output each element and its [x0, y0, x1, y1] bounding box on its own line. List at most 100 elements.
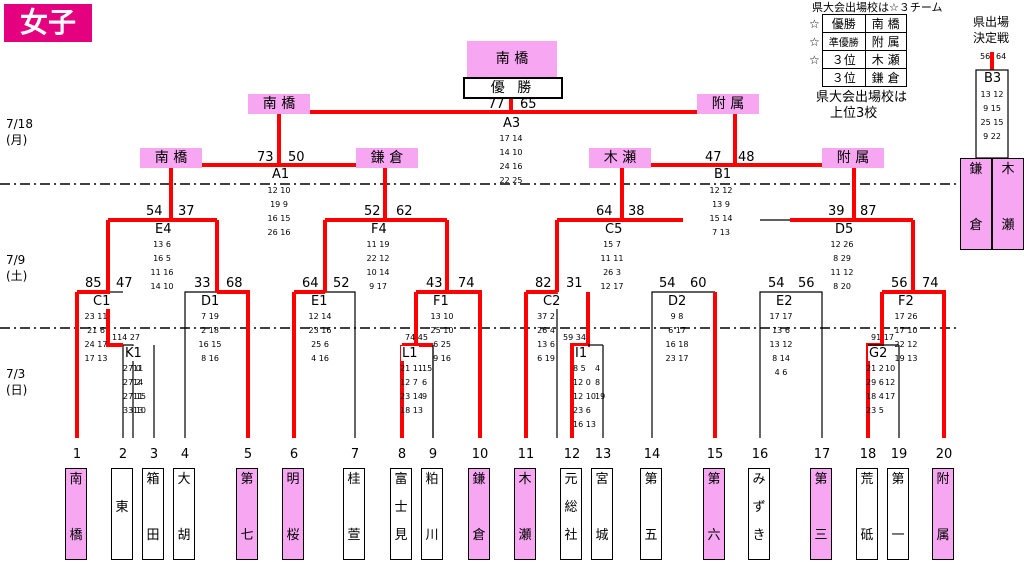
school-name: 粕 川 — [421, 468, 443, 560]
qualifier-score-left: 56 — [980, 52, 991, 61]
school-number: 18 — [859, 447, 877, 462]
school-name: 大 胡 — [173, 468, 195, 560]
results-header: 県大会出場校は☆３チーム — [812, 1, 943, 14]
school-number: 16 — [751, 447, 769, 462]
match-score-left: 85 — [85, 276, 102, 291]
match-score-right: 52 — [333, 276, 350, 291]
match-code: D2 — [667, 294, 688, 309]
school-name: 第 五 — [640, 468, 662, 560]
qualifier-team-left: 鎌 倉 — [960, 158, 992, 250]
school-number: 20 — [935, 447, 953, 462]
school-number: 17 — [813, 447, 831, 462]
school-number: 2 — [118, 447, 128, 462]
date-first: 7/3 (日) — [6, 367, 28, 397]
match-code: F2 — [897, 294, 915, 309]
g2-extra: 10 12 17 — [885, 364, 896, 401]
match-score-right: 60 — [690, 276, 707, 291]
match-score-left: 54 — [768, 276, 785, 291]
school-name: 富 士 見 — [390, 468, 412, 560]
date-final: 7/18 (月) — [6, 117, 33, 147]
match-score-left: 52 — [364, 204, 381, 219]
qualifier-details: 13 12 9 15 25 15 9 22 — [980, 90, 1004, 141]
match-score-pair: 91 17 — [871, 333, 894, 342]
match-code: D5 — [834, 222, 855, 237]
match-code: E1 — [310, 294, 329, 309]
match-score-left: 56 — [891, 276, 908, 291]
results-table: ☆優勝南 橋 ☆準優勝附 属 ☆３位木 瀬 ３位鎌 倉 — [807, 14, 907, 87]
match-score-right: 48 — [738, 150, 755, 165]
results-footer-2: 上位3校 — [830, 106, 878, 121]
school-number: 14 — [643, 447, 661, 462]
school-name: 第 三 — [810, 468, 832, 560]
match-score-left: 54 — [659, 276, 676, 291]
match-code: E2 — [775, 294, 794, 309]
match-code: F4 — [370, 222, 388, 237]
school-name: 桂 萱 — [343, 468, 365, 560]
school-number: 11 — [517, 447, 535, 462]
match-details: 12 12 13 9 15 14 7 13 — [709, 186, 733, 237]
school-number: 15 — [706, 447, 724, 462]
date-second: 7/9 (土) — [6, 253, 28, 283]
school-name: 明 桜 — [282, 468, 304, 560]
match-score-right: 37 — [178, 204, 195, 219]
match-score-left: 54 — [146, 204, 163, 219]
a1-right-school: 鎌 倉 — [356, 148, 418, 168]
gender-tag: 女子 — [4, 4, 92, 42]
match-code: E4 — [154, 222, 173, 237]
results-row: ☆優勝南 橋 — [807, 14, 907, 33]
school-number: 10 — [471, 447, 489, 462]
school-number: 5 — [243, 447, 253, 462]
match-score-right: 74 — [458, 276, 475, 291]
match-score-right: 31 — [566, 276, 583, 291]
final-details: 17 14 14 10 24 16 22 25 — [499, 134, 523, 185]
match-details: 15 7 11 11 26 3 12 17 — [600, 240, 624, 291]
match-details: 21 2 29 6 18 4 23 5 — [866, 364, 884, 415]
match-score-left: 64 — [596, 204, 613, 219]
school-number: 7 — [350, 447, 360, 462]
match-score-right: 47 — [116, 276, 133, 291]
match-details: 17 17 13 6 13 12 8 14 4 6 — [769, 312, 793, 377]
school-number: 3 — [149, 447, 159, 462]
school-number: 8 — [397, 447, 407, 462]
school-number: 9 — [428, 447, 438, 462]
match-score-right: 38 — [628, 204, 645, 219]
match-code: K1 — [124, 346, 143, 361]
match-details: 27 0 27 2 27 15 33 10 — [123, 364, 146, 415]
match-details: 12 14 23 16 25 6 4 16 — [308, 312, 332, 363]
match-score-left: 39 — [828, 204, 845, 219]
school-name: 箱 田 — [142, 468, 164, 560]
match-details: 23 11 21 6 24 17 17 13 — [84, 312, 108, 363]
school-number: 4 — [180, 447, 190, 462]
school-name: 南 橋 — [65, 468, 87, 560]
results-footer-1: 県大会出場校は — [816, 90, 908, 105]
results-row: ☆３位木 瀬 — [807, 50, 907, 69]
match-details: 21 11 12 7 23 14 18 13 — [400, 364, 423, 415]
b1-right-school: 附 属 — [822, 148, 884, 168]
semi-right-school: 附 属 — [697, 94, 759, 114]
school-name: 元 総 社 — [560, 468, 582, 560]
champion-school: 南 橋 — [467, 41, 557, 77]
school-name: 荒 砥 — [856, 468, 878, 560]
match-details: 37 2 26 4 13 6 6 19 — [537, 312, 555, 363]
match-details: 9 8 6 17 16 18 23 17 — [665, 312, 689, 363]
match-code: B1 — [713, 167, 733, 182]
match-score-left: 64 — [302, 276, 319, 291]
match-code: F1 — [432, 294, 450, 309]
school-name: 鎌 倉 — [468, 468, 490, 560]
match-score-right: 68 — [226, 276, 243, 291]
semi-left-school: 南 橋 — [248, 94, 310, 114]
school-name: 第 六 — [703, 468, 725, 560]
match-score-left: 33 — [194, 276, 211, 291]
match-details: 13 10 25 10 6 25 9 16 — [430, 312, 454, 363]
b1-left-school: 木 瀬 — [589, 148, 651, 168]
match-details: 11 19 22 12 10 14 9 17 — [366, 240, 390, 291]
match-details: 12 26 8 29 11 12 8 20 — [830, 240, 854, 291]
i1-extra: 4 8 19 — [595, 364, 606, 401]
school-number: 13 — [594, 447, 612, 462]
match-details: 8 5 12 0 12 10 23 6 16 13 — [573, 364, 596, 429]
match-score-pair: 74 45 — [405, 333, 428, 342]
match-code: A1 — [271, 167, 291, 182]
final-score-left: 77 — [488, 97, 505, 112]
final-match-code: A3 — [503, 116, 521, 131]
